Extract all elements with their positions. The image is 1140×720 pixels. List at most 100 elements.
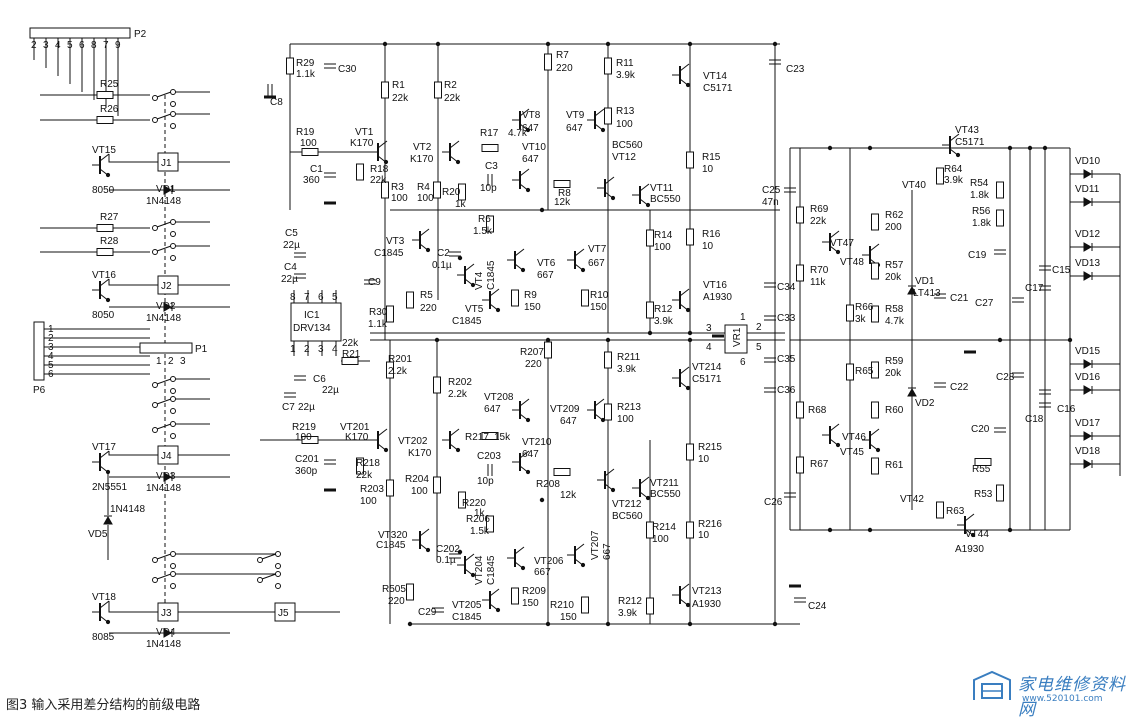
transistor-collector	[829, 423, 840, 432]
junction-dot	[457, 255, 463, 261]
component-value: 100	[654, 242, 671, 253]
vr-pin: 3	[706, 323, 712, 334]
component-label: VT8	[522, 110, 541, 121]
switch-contact	[170, 219, 176, 225]
component-label: R208	[536, 479, 560, 490]
transistor-collector	[489, 288, 500, 297]
junction-dot	[827, 527, 833, 533]
connector-pin: 6	[79, 40, 85, 51]
transistor-collector	[99, 450, 110, 459]
transistor-arrow	[685, 385, 691, 391]
transistor-collector	[869, 428, 880, 437]
component-value: 1.5k	[470, 526, 490, 537]
connector-pin: 2	[48, 333, 54, 344]
resistor-symbol	[871, 213, 879, 231]
transistor-collector	[594, 108, 605, 117]
junction-dot	[539, 497, 545, 503]
switch-blade	[261, 553, 277, 560]
component-label: R1	[392, 80, 405, 91]
component-value: A1930	[703, 292, 732, 303]
component-label: VT320	[378, 530, 408, 541]
transistor-arrow	[835, 442, 841, 448]
diode-symbol	[1083, 359, 1093, 369]
component-label: R212	[618, 596, 642, 607]
component-value: 8085	[92, 632, 115, 643]
component-value: 0.1µ	[436, 555, 456, 566]
component-label: R58	[885, 304, 904, 315]
connector-pin: 6	[48, 369, 54, 380]
component-value: 150	[522, 598, 539, 609]
ic-pin: 6	[318, 292, 324, 303]
switch-contact	[152, 402, 158, 408]
component-value: 647	[484, 404, 501, 415]
component-label: R209	[522, 586, 546, 597]
component-label: R213	[617, 402, 641, 413]
component-value: 1.1k	[368, 319, 388, 330]
figure-caption: 图3 输入采用差分结构的前级电路	[6, 698, 201, 713]
component-value: 100	[617, 414, 634, 425]
component-value: 100	[360, 496, 377, 507]
component-label: VT202	[398, 436, 428, 447]
component-label: R68	[808, 405, 827, 416]
transistor-collector	[99, 600, 110, 609]
ic-name: IC1	[304, 310, 320, 321]
resistor-symbol	[386, 479, 394, 497]
component-value: 11k	[810, 277, 826, 288]
component-value: 22µ	[322, 385, 339, 396]
component-value: 3.9k	[618, 608, 638, 619]
vr-pin: 6	[740, 357, 746, 368]
component-label: VT1	[355, 127, 374, 138]
junction-dot	[457, 549, 463, 555]
component-label: R2	[444, 80, 457, 91]
component-label: VT212	[612, 499, 642, 510]
component-label: VT48	[840, 257, 864, 268]
component-label: VT47	[830, 238, 854, 249]
resistor-symbol	[381, 181, 389, 199]
transistor-collector	[679, 366, 690, 375]
component-label: VT2	[413, 142, 432, 153]
component-label: VD18	[1075, 446, 1100, 457]
vr-name: VR1	[732, 327, 743, 347]
ic-pin: 3	[318, 344, 324, 355]
resistor-symbol	[486, 215, 494, 233]
component-value: 15k	[494, 432, 511, 443]
ic-pin: 7	[304, 292, 310, 303]
component-label: R67	[810, 459, 829, 470]
relay-label: J5	[278, 608, 289, 619]
junction-dot	[1042, 145, 1048, 151]
component-value: 22k	[392, 93, 409, 104]
component-label: R54	[970, 178, 989, 189]
component-value: 667	[602, 543, 613, 560]
component-label: VD1	[156, 184, 176, 195]
component-label: C16	[1057, 404, 1076, 415]
component-label: R217	[465, 432, 489, 443]
transistor-collector	[964, 513, 975, 522]
switch-contact	[275, 571, 281, 577]
component-label: R59	[885, 356, 904, 367]
transistor-collector	[574, 248, 585, 257]
transistor-collector	[99, 278, 110, 287]
transistor-collector	[594, 398, 605, 407]
junctions	[382, 41, 1073, 627]
switch-contact	[170, 231, 176, 237]
component-label: R5	[420, 290, 433, 301]
component-value: BC550	[650, 194, 681, 205]
transistor-arrow	[835, 249, 841, 255]
component-label: VT5	[465, 304, 484, 315]
component-value: 100	[411, 486, 428, 497]
component-label: VT12	[612, 152, 636, 163]
component-label: R13	[616, 106, 635, 117]
component-label: R219	[292, 422, 316, 433]
component-label: R63	[946, 506, 965, 517]
component-label: C18	[1025, 414, 1044, 425]
diode-symbol	[1083, 459, 1093, 469]
diode-symbol	[1083, 169, 1093, 179]
component-label: C30	[338, 64, 357, 75]
component-label: C28	[996, 372, 1015, 383]
component-label: C8	[270, 97, 283, 108]
transistor-arrow	[520, 267, 526, 273]
component-value: K170	[408, 448, 432, 459]
component-value: A1930	[955, 544, 984, 555]
transistor-collector	[679, 583, 690, 592]
switch-contact	[170, 101, 176, 107]
